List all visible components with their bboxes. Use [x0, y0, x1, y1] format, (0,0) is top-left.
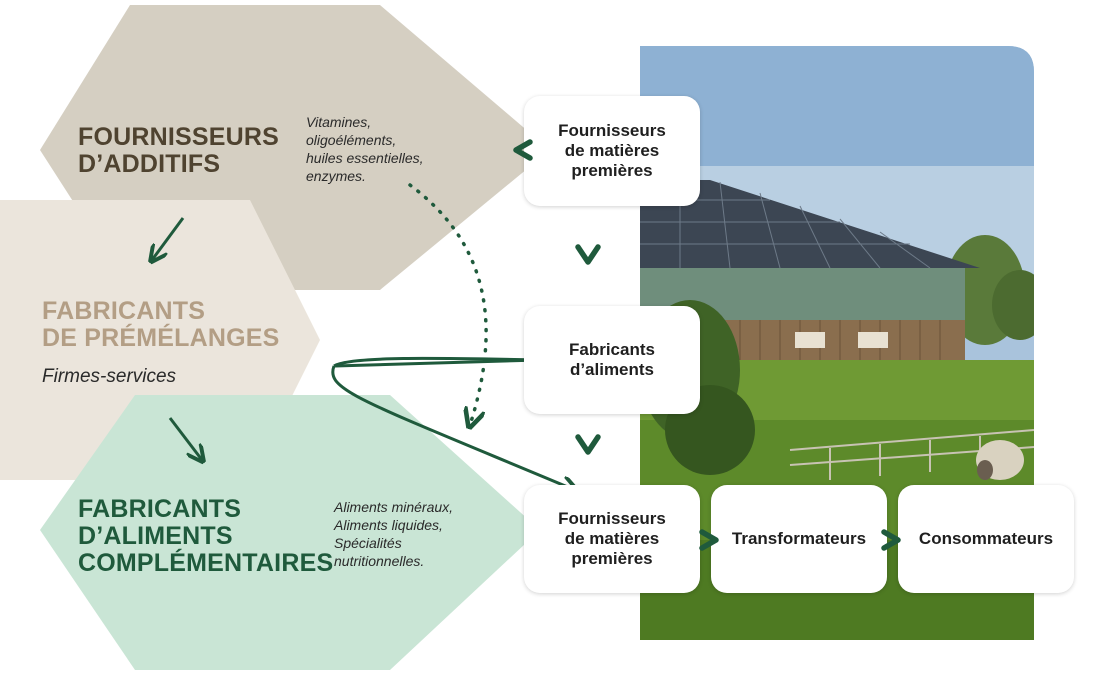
note-line: oligoéléments, — [306, 132, 397, 148]
dotted-arrow-additifs-to-complementaires — [408, 183, 488, 425]
note-line: enzymes. — [306, 168, 366, 184]
box-line: de matières — [564, 141, 660, 160]
title-line: FABRICANTS — [42, 297, 206, 325]
arrow-premelanges-to-fabricants-aliments — [333, 356, 541, 368]
box-line: Fabricants — [569, 340, 655, 359]
box-line: d’aliments — [569, 360, 655, 379]
box-line: Fournisseurs — [558, 509, 666, 528]
note-line: Aliments minéraux, — [334, 499, 454, 515]
box-line: de matières — [564, 529, 660, 548]
note-line: nutritionnelles. — [334, 553, 425, 569]
arrow-additifs-to-premelanges — [152, 217, 185, 260]
box-transformateurs: Transformateurs — [711, 485, 887, 593]
note-line: Aliments liquides, — [334, 517, 443, 533]
box-fabricants-aliments: Fabricants d’aliments — [524, 306, 700, 414]
title-fabricants-complementaires: FABRICANTS D’ALIMENTS COMPLÉMENTAIRES — [78, 496, 333, 577]
arrow-loop-to-fabricants-aliments — [334, 360, 540, 366]
chevron-right-icon — [699, 529, 719, 551]
title-fournisseurs-additifs: FOURNISSEURS D’ADDITIFS — [78, 124, 279, 178]
title-line: DE PRÉMÉLANGES — [42, 324, 280, 352]
note-additifs: Vitamines, oligoéléments, huiles essenti… — [306, 113, 424, 185]
title-line: D’ADDITIFS — [78, 150, 221, 178]
title-line: FOURNISSEURS — [78, 123, 280, 151]
subtitle-firmes-services: Firmes-services — [42, 366, 177, 387]
box-line: premières — [571, 161, 653, 180]
box-consommateurs: Consommateurs — [898, 485, 1074, 593]
title-line: COMPLÉMENTAIRES — [78, 549, 334, 577]
chevron-right-icon — [881, 529, 901, 551]
chevron-down-icon — [575, 244, 601, 265]
note-complementaires: Aliments minéraux, Aliments liquides, Sp… — [334, 498, 453, 570]
box-line: Fournisseurs — [558, 121, 666, 140]
chevron-left-icon — [513, 139, 533, 161]
title-line: D’ALIMENTS — [78, 522, 233, 550]
box-fournisseurs-matieres-bottom: Fournisseurs de matières premières — [524, 485, 700, 593]
note-line: Vitamines, — [306, 114, 372, 130]
arrow-premelanges-to-complementaires — [168, 417, 202, 460]
title-line: FABRICANTS — [78, 495, 242, 523]
note-line: Spécialités — [334, 535, 402, 551]
box-line: premières — [571, 549, 653, 568]
hexagon-fabricants-complementaires — [40, 395, 540, 670]
arrow-premelanges-to-matieres-bottom — [331, 365, 575, 490]
title-fabricants-premelanges: FABRICANTS DE PRÉMÉLANGES — [42, 298, 280, 352]
box-fournisseurs-matieres-top: Fournisseurs de matières premières — [524, 96, 700, 206]
note-line: huiles essentielles, — [306, 150, 424, 166]
farm-photo — [640, 46, 1034, 640]
chevron-down-icon — [575, 434, 601, 455]
